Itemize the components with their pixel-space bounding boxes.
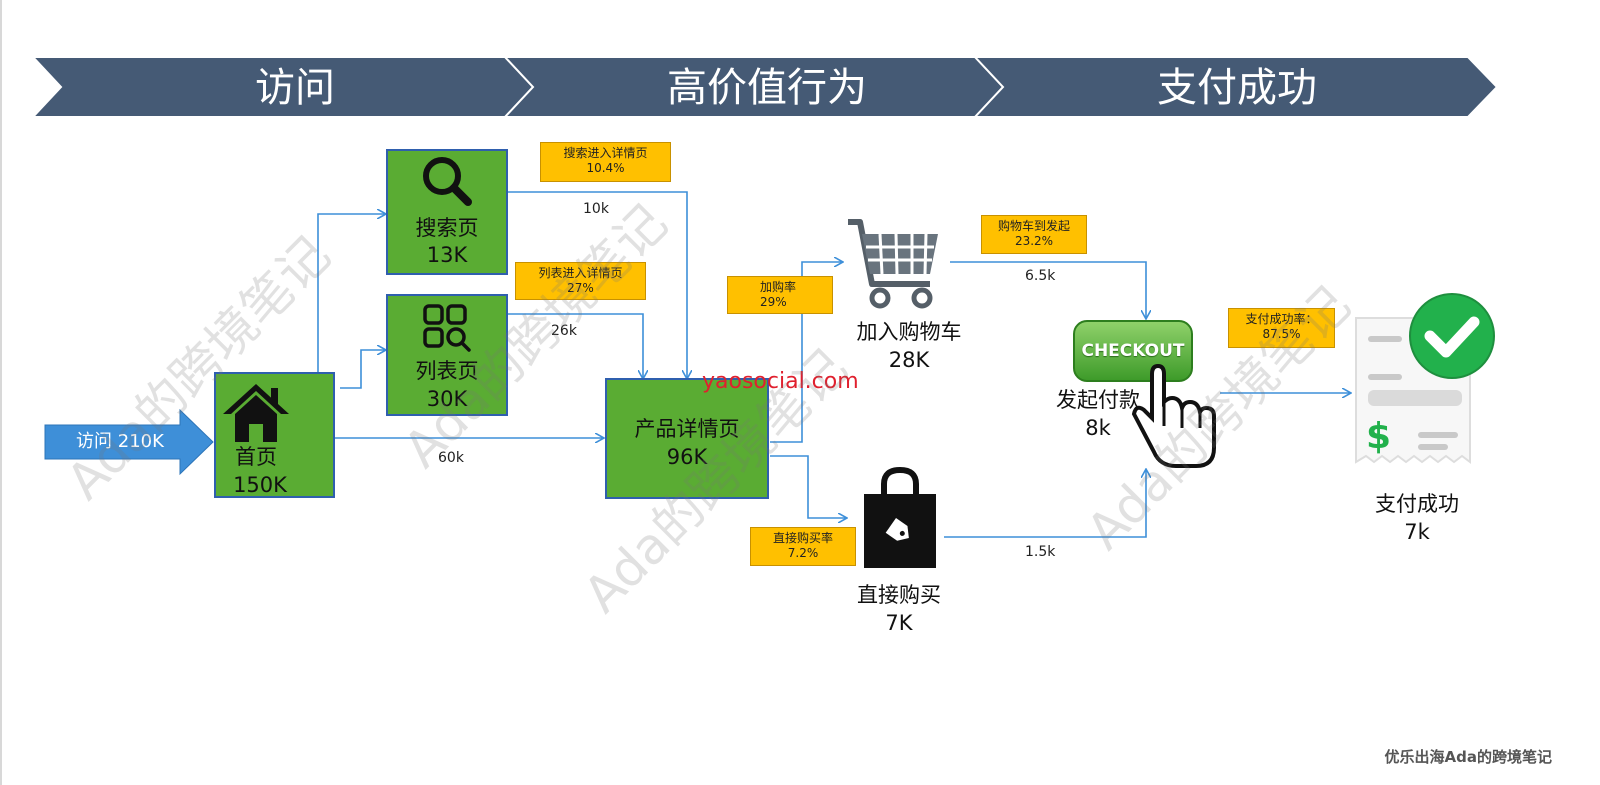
flow-direct-checkout: 1.5k: [1025, 544, 1056, 560]
rate-add-to-cart: 加购率 29%: [727, 276, 833, 314]
page-edge: [0, 0, 2, 785]
payment-receipt-icon: $: [1355, 293, 1495, 464]
node-search: 搜索页 13K: [386, 149, 508, 275]
rate-direct-buy-label: 直接购买率: [772, 531, 833, 545]
site-watermark-text: yaosocial.com: [702, 369, 859, 394]
paid-name: 支付成功: [1375, 492, 1459, 516]
rate-cart-checkout: 购物车到发起 23.2%: [981, 215, 1087, 254]
arrow-direct-checkout: [944, 470, 1146, 538]
detail-name: 产品详情页: [634, 417, 740, 441]
entry-label: 访问 210K: [76, 431, 164, 452]
rate-search-detail-value: 10.4%: [586, 161, 625, 175]
flow-search-detail: 10k: [583, 201, 609, 217]
home-count: 150K: [233, 473, 287, 497]
checkout-count: 8k: [1085, 416, 1111, 440]
flow-home-detail: 60k: [438, 450, 464, 466]
rate-list-detail-value: 27%: [567, 281, 594, 295]
arrow-list-detail: [508, 313, 643, 378]
rate-list-detail: 列表进入详情页 27%: [515, 262, 646, 300]
direct-name: 直接购买: [857, 583, 941, 607]
rate-direct-buy: 直接购买率 7.2%: [750, 527, 856, 566]
search-name: 搜索页: [415, 216, 479, 240]
arrow-home-list: [340, 350, 385, 389]
detail-count: 96K: [666, 445, 708, 469]
arrow-detail-direct: [770, 455, 846, 518]
grid-search-icon: [423, 304, 471, 352]
stage-chevron-paid: [972, 56, 1499, 118]
entry-arrow: [44, 408, 214, 476]
flow-cart-checkout: 6.5k: [1025, 268, 1056, 284]
svg-text:$: $: [1366, 416, 1391, 457]
stage-title-paid: 支付成功: [1157, 65, 1317, 111]
checkout-name: 发起付款: [1056, 388, 1140, 412]
shopping-cart-icon: [848, 219, 938, 309]
pointer-hand-icon: [1131, 363, 1216, 468]
search-count: 13K: [426, 243, 468, 267]
paid-count: 7k: [1404, 520, 1430, 544]
list-count: 30K: [426, 387, 468, 411]
list-name: 列表页: [415, 359, 479, 383]
arrow-cart-checkout: [950, 261, 1146, 318]
shopping-bag-icon: [864, 466, 936, 568]
cart-name: 加入购物车: [856, 320, 962, 344]
rate-add-to-cart-label: 加购率: [760, 280, 797, 294]
node-home: 首页 150K: [214, 372, 335, 498]
rate-pay-success-value: 87.5%: [1262, 327, 1301, 341]
home-name: 首页: [235, 445, 277, 469]
arrow-detail-cart: [770, 262, 842, 443]
rate-pay-success: 支付成功率： 87.5%: [1228, 308, 1335, 348]
rate-list-detail-label: 列表进入详情页: [538, 266, 623, 280]
search-icon: [423, 157, 472, 206]
node-list: 列表页 30K: [386, 294, 508, 416]
arrow-home-search: [317, 214, 385, 372]
arrow-search-detail: [508, 191, 687, 378]
rate-add-to-cart-value: 29%: [760, 295, 787, 309]
checkout-button-label: CHECKOUT: [1081, 341, 1185, 361]
home-icon: [223, 384, 289, 442]
rate-cart-checkout-value: 23.2%: [1014, 234, 1054, 248]
rate-search-detail: 搜索进入详情页 10.4%: [540, 142, 671, 182]
flow-list-detail: 26k: [551, 323, 577, 339]
stage-title-visit: 访问: [255, 65, 335, 111]
checkout-button[interactable]: CHECKOUT: [1073, 320, 1193, 382]
cart-count: 28K: [888, 348, 930, 372]
rate-cart-checkout-label: 购物车到发起: [997, 219, 1070, 233]
footer-brand: 优乐出海Ada的跨境笔记: [1384, 748, 1552, 766]
direct-count: 7K: [885, 611, 913, 635]
rate-direct-buy-value: 7.2%: [787, 546, 819, 560]
rate-pay-success-label: 支付成功率：: [1245, 312, 1318, 326]
stage-title-behavior: 高价值行为: [667, 65, 867, 111]
node-detail: 产品详情页 96K: [605, 378, 769, 499]
rate-search-detail-label: 搜索进入详情页: [563, 146, 648, 160]
